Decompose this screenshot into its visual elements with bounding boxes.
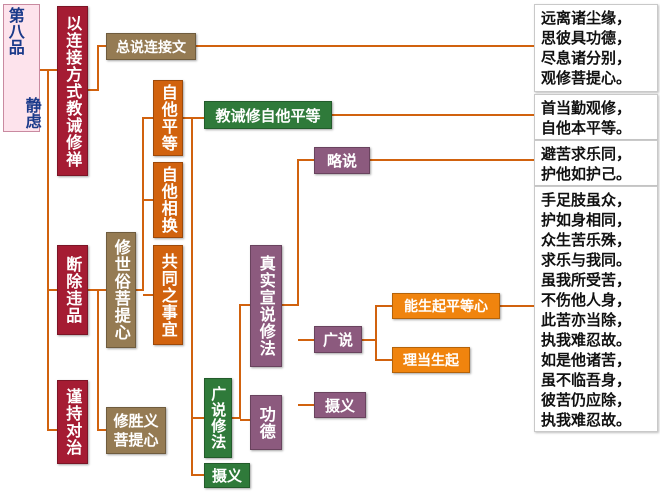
node-jinchi: 谨持对治 [57, 380, 88, 464]
node-guangshuo: 广说修法 [204, 378, 232, 458]
node-zitapingdeng: 自他平等 [153, 80, 183, 156]
node-sheyi1: 摄义 [204, 463, 250, 488]
chapter-number: 第八品 [5, 7, 25, 55]
node-gongtong: 共同之事宜 [153, 245, 183, 345]
verse-3: 避苦求乐同， 护他如护己。 [534, 140, 658, 186]
node-nengsheng: 能生起平等心 [392, 293, 500, 319]
node-duanchu: 断除违品 [57, 245, 88, 335]
chapter-title: 第八品 静虑 [3, 4, 42, 132]
chapter-name: 静虑 [22, 97, 42, 129]
node-zongshuo: 总说连接文 [106, 33, 196, 60]
node-lidang: 理当生起 [392, 347, 470, 373]
node-zhenshi: 真实宣说修法 [250, 245, 282, 367]
node-gongde: 功德 [250, 395, 282, 450]
node-xiushisu: 修世俗菩提心 [106, 232, 136, 348]
node-sheyi2: 摄义 [314, 392, 366, 418]
node-zitaxianghuan: 自他相换 [153, 162, 183, 238]
verse-2: 首当勤观修， 自他本平等。 [534, 94, 658, 140]
node-lueshuo: 略说 [314, 147, 370, 174]
node-xiushengyi: 修胜义菩提心 [106, 407, 166, 454]
node-guangshuo2: 广说 [314, 326, 362, 353]
verse-1: 远离诸尘缘， 思彼具功德， 尽息诸分别， 观修菩提心。 [534, 4, 658, 92]
node-jiaojie: 教诫修自他平等 [204, 101, 332, 129]
node-lianjie: 以连接方式教诫修禅 [57, 6, 88, 176]
verse-4: 手足肢虽众， 护如身相同， 众生苦乐殊， 求乐与我同。 虽我所受苦， 不伤他人身… [534, 186, 658, 432]
